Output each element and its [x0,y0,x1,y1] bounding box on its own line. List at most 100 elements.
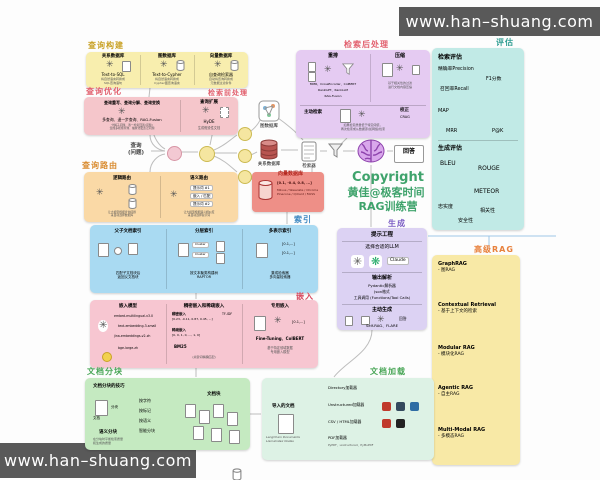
loader-app-icon [396,402,405,411]
qr-left-head: 逻辑路由 [113,176,131,181]
adv-item-en: Multi-Modal RAG [438,427,486,433]
relational-database-icon [260,139,278,160]
vector-db-names: Milvus / Weaviate / Chroma Pinecone / Qd… [277,188,319,196]
dense-embed-vector: [0.23, -0.11, 0.87, 0.45, ...] [172,317,213,321]
loader-branch: Directory加载器 [328,385,357,390]
idx-vector-text: [0.1,...] [282,251,295,255]
chunk-method: 按语义 [139,418,151,423]
chunk-doc-icon [193,426,204,440]
idx-col-note: 按文本聚类构建树 RAPTOR [190,271,218,280]
doc-icon [95,400,108,416]
chunk-doc-icon [229,430,240,444]
adv-item-zh: - 基于上下文的检索 [438,309,478,314]
query-optimization-box[interactable]: 查询重写、查询分解、查询变换 ✳ 多查询、退一步查询、RAG-Fusion 分解… [84,97,238,135]
loading-box[interactable]: 导入的文档 LangChain Documents LlamaIndex Nod… [262,378,434,460]
indexing-box[interactable]: 父子文档索引 匹配子文档块后 返回父文档块 分层索引 Cluster Clust… [90,225,318,480]
bm25-label: BM25 [174,344,187,349]
post-retrieval-box[interactable]: 重排 ✳ MMR、CrossEncoder、ColBERT RankGPT、Ra… [296,50,430,138]
retriever-label: 检索器 [302,164,316,169]
router-node[interactable] [199,146,215,162]
vector-db-box[interactable]: [0.1, -0.4, 0.8, ...] Milvus / Weaviate … [252,172,324,212]
llm-flower-icon: ✳ [202,106,210,116]
graph-db-label: 图数据库 [260,124,278,129]
llm-select-head: 选择合适的LLM [365,245,399,250]
adv-item-zh: - 图RAG [438,268,455,273]
idx-col-head: 分层索引 [195,229,213,234]
doc-icon [254,316,266,331]
parse-line: Pydantic解析器 [368,283,396,288]
llm-flower-icon: ✳ [96,188,104,198]
metric-faithfulness: 忠实度 [438,204,454,210]
pdf-loaders-note: PyPDF、unstructured、PyMuPDF [328,443,374,447]
metric-meteor: METEOR [474,188,500,195]
loader-app-icon [382,402,391,411]
loader-branch: Unstructured加载器 [328,402,365,407]
adv-item-en: Modular RAG [438,345,475,351]
rel-db-label: 关系数据库 [257,162,281,167]
chunk-icon [361,316,370,325]
query-node[interactable] [167,146,182,161]
branch-node[interactable] [238,127,252,141]
llm-flower-icon: ✳ [118,107,126,117]
cluster-chip: Cluster [192,252,209,258]
vector-database-icon [258,180,273,200]
vector-db-label: 向量数据库 [278,171,304,177]
semantic-chunking-note: 在分块时平衡检索质量 和生成的质量 [93,437,124,445]
doc-icon [308,72,316,82]
generation-box[interactable]: 提示工程 选择合适的LLM ✳ ❋ Claude 输出解析 Pydantic解析… [337,228,427,330]
emb-col-head: 稠密嵌入和稀疏嵌入 [183,304,225,309]
query-node-label: 查询 (问题) [127,143,145,156]
chunks-label: 文档块 [207,392,221,397]
llm-flower-icon: ✳ [377,315,385,325]
chunk-doc-icon [213,404,224,418]
doc-icon [345,316,353,326]
emb-col-head: 嵌入模型 [119,304,137,309]
metric-map: MAP [438,108,449,114]
doc-icon [278,414,294,434]
query-routing-box[interactable]: 逻辑路由 ✳ 让大模型根据查询问题 来自动选择数据库 语义路由 ✳ 提示词 #1… [84,172,238,222]
answer-box[interactable]: 回答 [394,145,424,163]
qo-right-note: 生成假设性文档 [197,126,221,130]
correct-head: 校正 [400,108,409,113]
qo-left-tech: 多查询、退一步查询、RAG-Fusion [102,117,162,122]
tfidf-label: TF-IDF [222,312,233,316]
watermark-top: www.han–shuang.com [399,7,600,36]
rerank-line: MMR、CrossEncoder、ColBERT [309,82,357,86]
claude-badge: Claude [387,257,409,265]
emb-col3-tech: Fine-Tuning、ColBERT [255,336,305,341]
chunk-method: 按字符 [139,398,151,403]
metric-relevance: 相关性 [480,208,496,214]
advanced-rag-box[interactable]: GraphRAG - 图RAG Contextual Retrieval - 基… [432,255,520,465]
emb-model-name: bge-large-zh [118,346,139,350]
database-cylinder-icon [230,60,239,71]
sparse-embed-head: 稀疏嵌入 [172,328,186,332]
chunking-box[interactable]: 文档分块的技巧 文档 分块 按字符 按标记 按语义 智能分块 语义分块 在分块时… [85,378,250,450]
branch-node[interactable] [238,170,252,184]
table-icon [122,61,131,72]
query-construction-box[interactable]: 关系数据库 图数据库 向量数据库 ✳ ✳ ✳ Text-to-SQL Text-… [86,52,248,88]
emb-model-name: text-embedding-3-small [118,324,157,328]
embedding-box[interactable]: 嵌入模型 ✳ embed-multilingual-v3.0 text-embe… [90,300,318,368]
database-cylinder-icon [128,184,137,195]
loading-sub: LangChain Documents LlamaIndex Nodes [266,435,300,443]
idx-col-head: 多表示索引 [268,229,292,234]
rerank-line: RankGPT、RankLLM [318,88,348,92]
summary-doc-icon [216,253,225,264]
chunk-doc-icon [211,428,222,442]
idx-col-note: 匹配子文档块后 返回父文档块 [115,271,141,280]
llm-flower-icon: ✳ [274,316,282,326]
database-cylinder-icon [176,60,185,71]
section-label-generation: 生成 [388,219,406,228]
section-label-query-optimization: 查询优化 [86,87,122,96]
child-chunk-icon [128,243,138,255]
evaluation-box[interactable]: 检索评估 精确率Precision F1分数 召回率Recall MAP MRR… [432,48,524,230]
qr-right-note: 让大模型根据语义相似度 来自动选择提示词 [183,210,215,218]
qr-right-head: 语义路由 [190,176,208,181]
chunking-head: 文档分块的技巧 [93,384,125,389]
dense-embed-head: 稠密嵌入 [172,312,186,316]
chunk-method: 智能分块 [139,428,155,433]
qr-prompt-2: 提示词 #2 [190,201,213,208]
branch-node[interactable] [238,149,252,163]
metric-rouge: ROUGE [478,165,500,172]
